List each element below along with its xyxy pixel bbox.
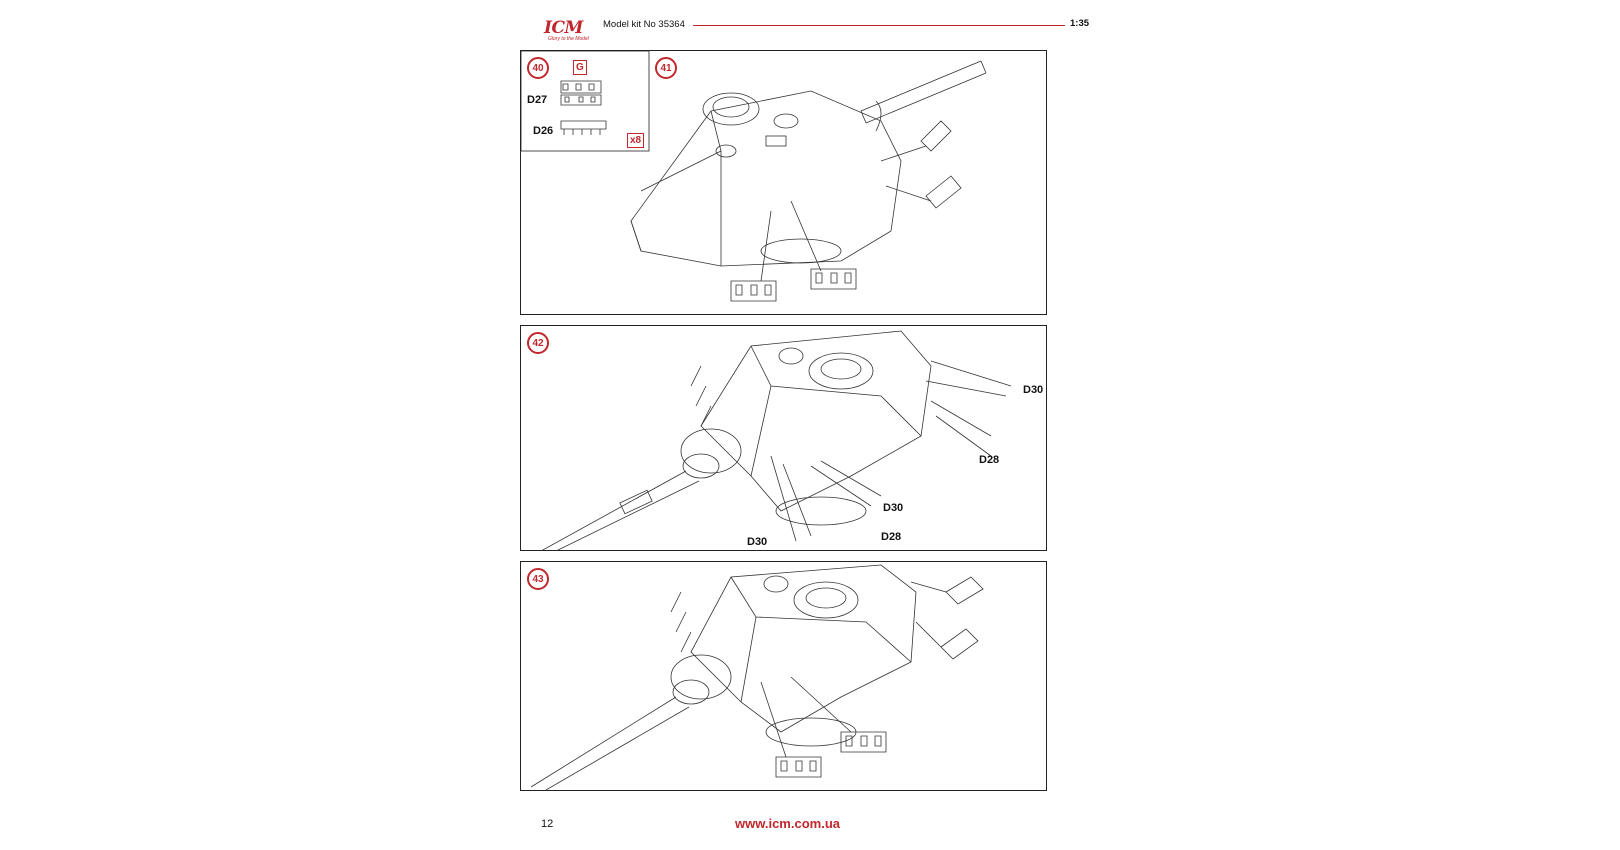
- turret-drawing-42: [541, 330, 1012, 550]
- part-label-d26: D26: [533, 125, 554, 137]
- multiplier-label: x8: [627, 133, 645, 148]
- track-link-drawing: [560, 80, 607, 135]
- part-label-d30: D30: [1023, 384, 1044, 396]
- part-label-d30: D30: [883, 502, 904, 514]
- logo-text: ICM: [544, 18, 583, 38]
- track-link-drawing: [760, 576, 984, 778]
- leader-lines: [770, 360, 1012, 542]
- tank-turret-drawing: [530, 564, 917, 790]
- tank-turret-drawing: [630, 60, 987, 267]
- panel-step-42: 42 D30 D28 D30 D30 D28: [520, 325, 1047, 551]
- website-link[interactable]: www.icm.com.ua: [735, 816, 840, 831]
- panel-step-43: 43: [520, 561, 1047, 791]
- part-box-label: G: [573, 60, 587, 75]
- turret-drawing-43: [530, 564, 984, 790]
- kit-title: Model kit No 35364: [603, 19, 685, 30]
- part-label-d30: D30: [747, 536, 768, 548]
- step-number-43: 43: [527, 568, 549, 590]
- part-label-d28: D28: [881, 531, 902, 543]
- turret-drawing-41: [521, 51, 987, 302]
- panel-steps-40-41: 40 G D27 D26 x8 41: [520, 50, 1047, 315]
- logo-tagline: Glory to the Model: [548, 36, 589, 42]
- page-number: 12: [541, 818, 554, 830]
- step-number-41: 41: [655, 57, 677, 79]
- part-label-d28: D28: [979, 454, 1000, 466]
- track-link-drawing: [730, 120, 962, 302]
- icm-logo: ICM Glory to the Model: [540, 16, 592, 44]
- instruction-page: ICM Glory to the Model Model kit No 3536…: [520, 0, 1095, 850]
- step-number-40: 40: [527, 57, 549, 79]
- tank-turret-drawing: [541, 330, 932, 550]
- step-number-42: 42: [527, 332, 549, 354]
- scale-label: 1:35: [1070, 18, 1090, 29]
- header-rule: [693, 25, 1065, 26]
- part-label-d27: D27: [527, 94, 548, 106]
